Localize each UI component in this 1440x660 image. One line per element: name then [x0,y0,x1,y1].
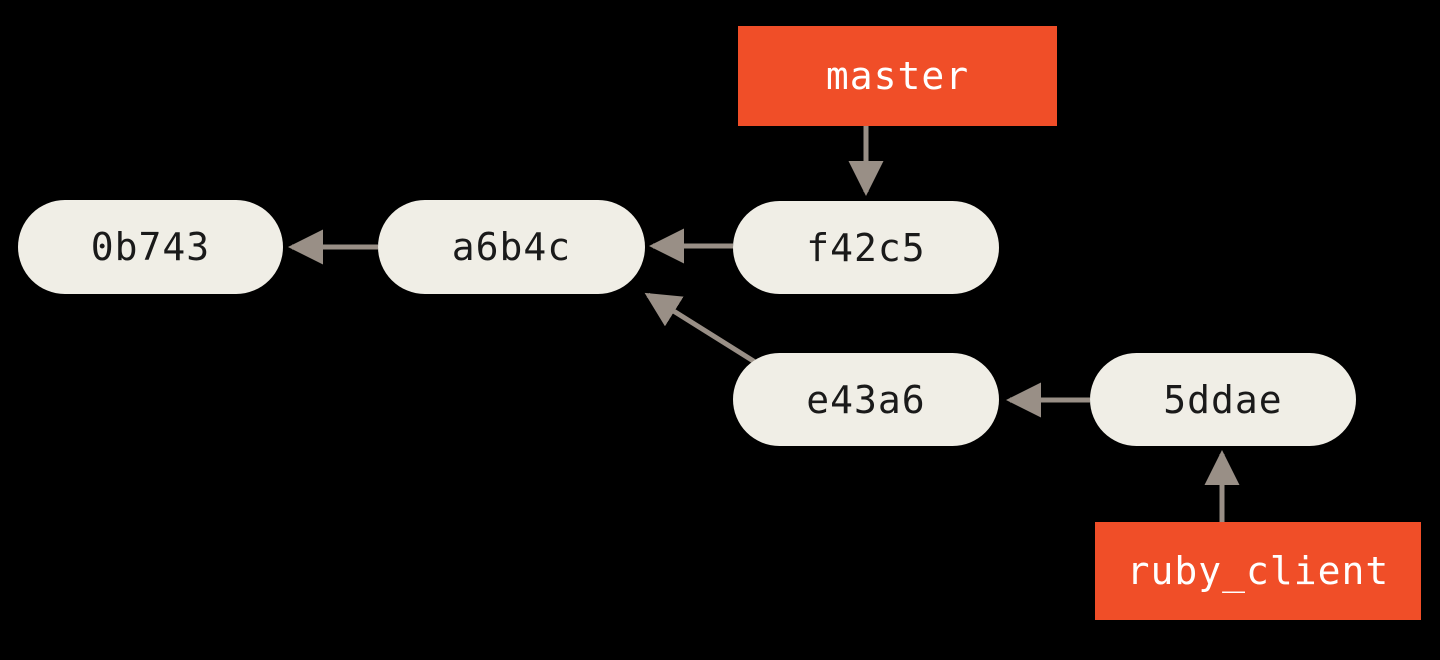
commit-node-e43a6-text: e43a6 [806,377,926,422]
commit-node-a6b4c-text: a6b4c [451,225,572,269]
commit-node-0b743-text: 0b743 [90,225,211,269]
commit-node-5ddae-text: 5ddae [1163,377,1283,422]
branch-label-master-text: master [825,54,970,98]
commit-node-f42c5-text: f42c5 [806,225,926,270]
branch-label-ruby-client[interactable]: ruby_client [1095,522,1421,620]
edge-e43a6-to-a6b4c [644,292,757,365]
branch-label-master[interactable]: master [738,26,1057,126]
commit-node-a6b4c[interactable]: a6b4c [378,200,645,294]
commit-node-e43a6[interactable]: e43a6 [733,353,999,446]
commit-node-0b743[interactable]: 0b743 [18,200,283,294]
commit-node-f42c5[interactable]: f42c5 [733,201,999,294]
branch-label-ruby-client-text: ruby_client [1126,549,1390,593]
commit-node-5ddae[interactable]: 5ddae [1090,353,1356,446]
